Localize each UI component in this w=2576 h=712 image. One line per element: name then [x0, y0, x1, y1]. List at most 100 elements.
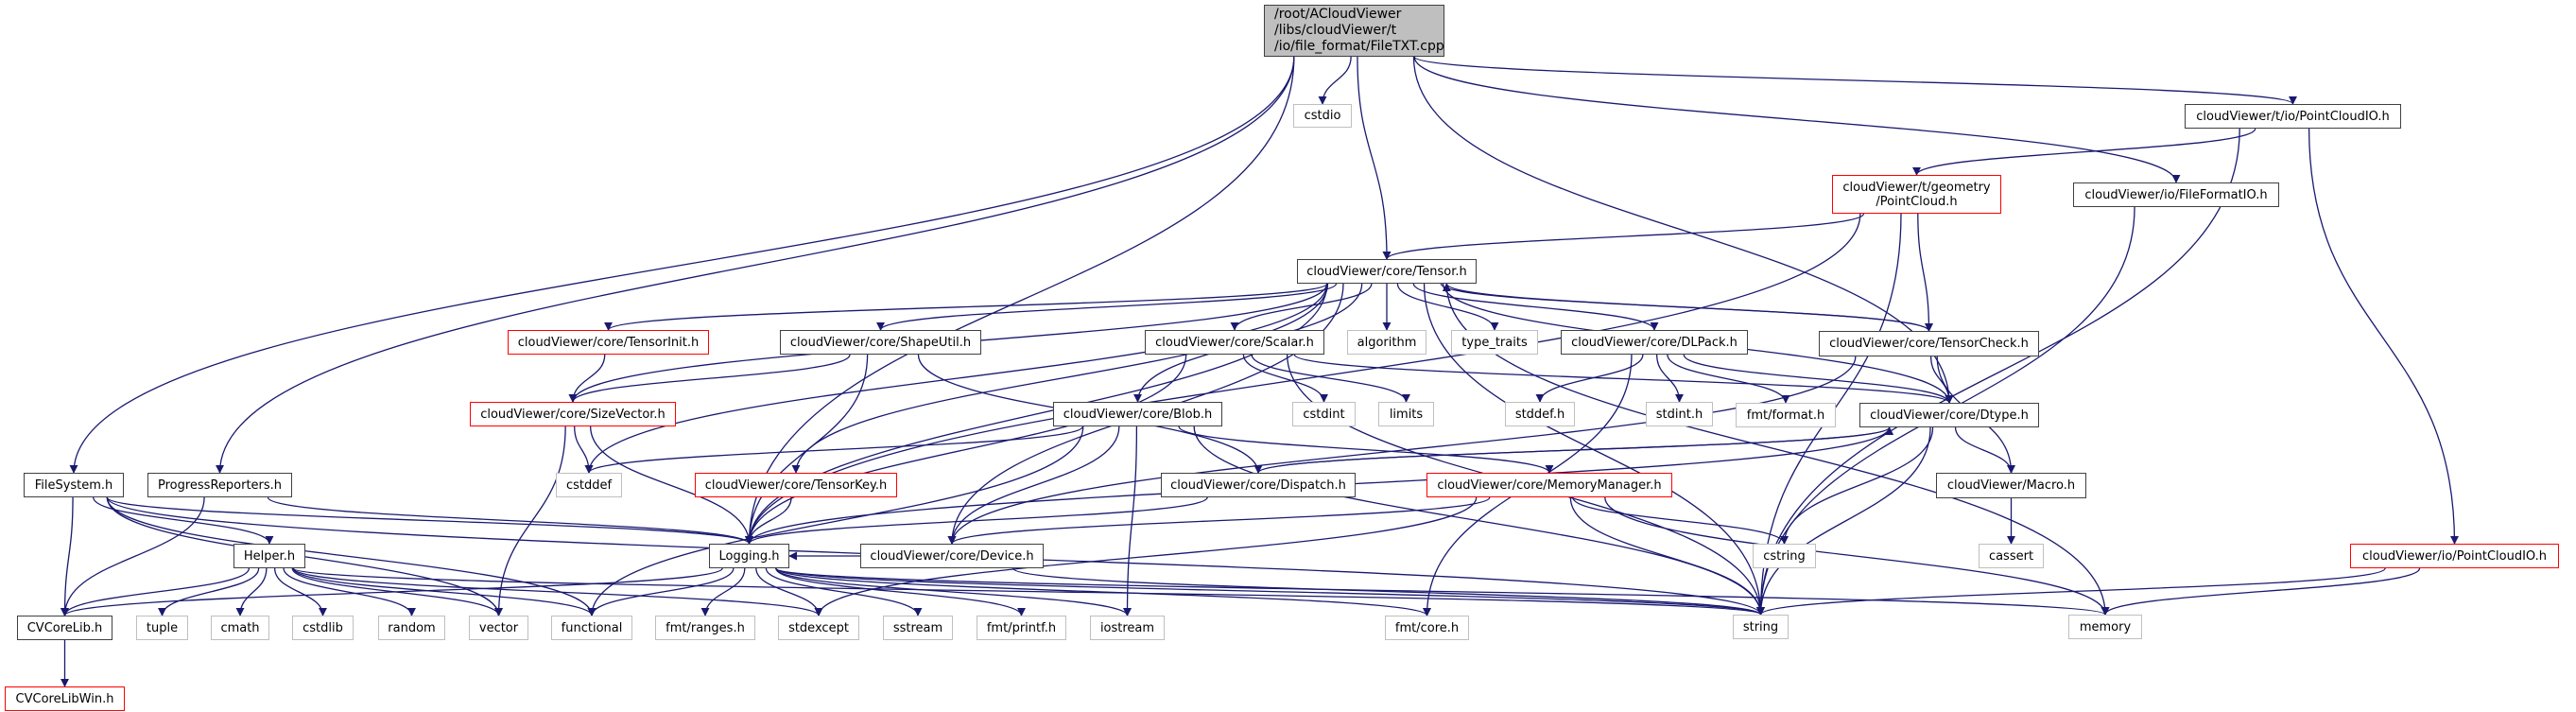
edge-root-to-ffio: [1413, 56, 2181, 183]
node-type_traits[interactable]: type_traits: [1451, 330, 1538, 355]
node-sstream[interactable]: sstream: [883, 616, 953, 640]
node-vector[interactable]: vector: [469, 616, 528, 640]
edge-logging-to-memory: [775, 567, 2110, 616]
edge-progress-to-cvcorelib: [60, 496, 205, 616]
edge-pointcloud-to-tensorcheck: [1917, 213, 1934, 332]
edge-dlpack-to-fmtformat: [1667, 354, 1790, 404]
edge-sizevector-to-vector: [493, 425, 566, 616]
node-algorithm[interactable]: algorithm: [1347, 330, 1426, 355]
edge-logging-to-functional: [587, 567, 735, 616]
node-macro[interactable]: cloudViewer/Macro.h: [1936, 473, 2086, 498]
edge-helper-to-cstdlib: [274, 567, 328, 616]
edge-blob-to-cstddef: [584, 425, 1084, 474]
node-tuple[interactable]: tuple: [136, 616, 188, 640]
node-root[interactable]: /root/ACloudViewer /libs/cloudViewer/t /…: [1264, 5, 1444, 57]
node-memory[interactable]: memory: [2068, 615, 2142, 639]
edge-memmgr-to-memory: [1604, 496, 2110, 616]
node-dtype[interactable]: cloudViewer/core/Dtype.h: [1859, 403, 2039, 427]
node-string[interactable]: string: [1733, 615, 1789, 639]
node-cmath[interactable]: cmath: [211, 616, 269, 640]
node-logging[interactable]: Logging.h: [709, 544, 789, 568]
edge-device-to-string: [1012, 567, 1765, 616]
node-fmtformat[interactable]: fmt/format.h: [1736, 403, 1836, 427]
edge-tensorcheck-to-device: [947, 356, 1857, 545]
edge-tpcio-to-iopcio: [2308, 128, 2460, 545]
edge-pointcloud-to-tensor: [1382, 213, 1865, 260]
edge-tensor-to-tensorinit: [604, 283, 1328, 331]
node-helper[interactable]: Helper.h: [233, 544, 305, 568]
node-sizevector[interactable]: cloudViewer/core/SizeVector.h: [470, 402, 676, 426]
node-random[interactable]: random: [378, 616, 445, 640]
edge-logging-to-fmtcore: [775, 567, 1431, 616]
edge-dlpack-to-stddef: [1535, 354, 1644, 403]
edge-filesystem-to-logging: [106, 496, 753, 545]
node-tpcio[interactable]: cloudViewer/t/io/PointCloudIO.h: [2185, 104, 2401, 129]
edge-tensor-to-scalar: [1230, 283, 1373, 331]
node-pointcloud[interactable]: cloudViewer/t/geometry /PointCloud.h: [1832, 175, 2001, 214]
node-fmtranges[interactable]: fmt/ranges.h: [655, 616, 755, 640]
edge-sizevector-to-cstddef: [574, 425, 594, 474]
node-cstdio[interactable]: cstdio: [1293, 104, 1352, 128]
node-iopcio[interactable]: cloudViewer/io/PointCloudIO.h: [2350, 544, 2559, 568]
edge-logging-to-string: [775, 567, 1765, 616]
node-cvcorelib[interactable]: CVCoreLib.h: [17, 616, 112, 640]
edge-root-to-filesystem: [69, 56, 1295, 474]
edge-filesystem-to-functional: [106, 496, 596, 616]
edge-filesystem-to-helper: [93, 496, 274, 545]
edge-blob-to-iostream: [1122, 425, 1138, 616]
edge-root-to-progress: [215, 56, 1295, 474]
edge-tpcio-to-pointcloud: [1912, 128, 2256, 176]
node-filesystem[interactable]: FileSystem.h: [24, 473, 124, 497]
edge-progress-to-logging: [267, 496, 753, 545]
node-tensor[interactable]: cloudViewer/core/Tensor.h: [1297, 259, 1477, 284]
node-cassert[interactable]: cassert: [1979, 544, 2044, 568]
edge-scalar-to-logging: [744, 354, 1187, 545]
edge-scalar-to-cstdint: [1242, 354, 1329, 403]
node-iostream[interactable]: iostream: [1090, 616, 1165, 640]
node-limits[interactable]: limits: [1378, 402, 1434, 426]
node-stdexcept[interactable]: stdexcept: [778, 616, 859, 640]
edge-dispatch-to-logging: [745, 496, 1208, 545]
edge-dtype-to-dispatch: [1253, 426, 1891, 474]
node-stdint[interactable]: stdint.h: [1646, 402, 1713, 426]
node-tensorcheck[interactable]: cloudViewer/core/TensorCheck.h: [1819, 331, 2039, 356]
node-tensorinit[interactable]: cloudViewer/core/TensorInit.h: [508, 330, 709, 355]
edge-memmgr-to-string: [1569, 496, 1766, 616]
edge-logging-to-sstream: [765, 567, 923, 616]
node-cvcorelibwin[interactable]: CVCoreLibWin.h: [5, 686, 125, 711]
node-cstddef[interactable]: cstddef: [556, 473, 622, 497]
edge-helper-to-cmath: [235, 567, 268, 616]
node-dispatch[interactable]: cloudViewer/core/Dispatch.h: [1161, 473, 1356, 497]
edge-tpcio-to-string: [1755, 128, 2240, 616]
node-progress[interactable]: ProgressReporters.h: [147, 473, 292, 497]
node-shapeutil[interactable]: cloudViewer/core/ShapeUtil.h: [780, 330, 981, 355]
edge-dlpack-to-stdint: [1656, 354, 1685, 403]
node-cstdlib[interactable]: cstdlib: [292, 616, 354, 640]
edge-dlpack-to-dtype: [1683, 354, 1954, 404]
node-memmgr[interactable]: cloudViewer/core/MemoryManager.h: [1426, 473, 1672, 497]
edge-dtype-to-cstring: [1779, 426, 1934, 545]
edge-helper-to-vector: [291, 567, 503, 616]
node-device[interactable]: cloudViewer/core/Device.h: [860, 544, 1044, 568]
node-stddef[interactable]: stddef.h: [1505, 402, 1575, 426]
node-functional[interactable]: functional: [551, 616, 632, 640]
edge-blob-to-functional: [587, 425, 1084, 616]
edge-tensor-to-tensorkey: [791, 283, 1329, 474]
edge-scalar-to-limits: [1251, 354, 1410, 403]
edge-shapeutil-to-logging: [744, 354, 869, 545]
node-fmtprintf[interactable]: fmt/printf.h: [977, 616, 1066, 640]
edge-root-to-logging: [744, 56, 1295, 545]
node-cstring[interactable]: cstring: [1753, 544, 1816, 568]
node-dlpack[interactable]: cloudViewer/core/DLPack.h: [1561, 330, 1748, 355]
node-cstdint[interactable]: cstdint: [1292, 402, 1356, 426]
node-fmtcore[interactable]: fmt/core.h: [1385, 616, 1469, 640]
node-tensorkey[interactable]: cloudViewer/core/TensorKey.h: [695, 473, 897, 497]
node-blob[interactable]: cloudViewer/core/Blob.h: [1053, 402, 1222, 426]
node-ffio[interactable]: cloudViewer/io/FileFormatIO.h: [2073, 182, 2279, 207]
edge-helper-to-functional: [292, 567, 596, 616]
edge-helper-to-stdexcept: [292, 567, 823, 616]
edge-root-to-tpcio: [1413, 56, 2297, 105]
node-scalar[interactable]: cloudViewer/core/Scalar.h: [1145, 330, 1324, 355]
edge-tensor-to-type_traits: [1396, 283, 1499, 331]
